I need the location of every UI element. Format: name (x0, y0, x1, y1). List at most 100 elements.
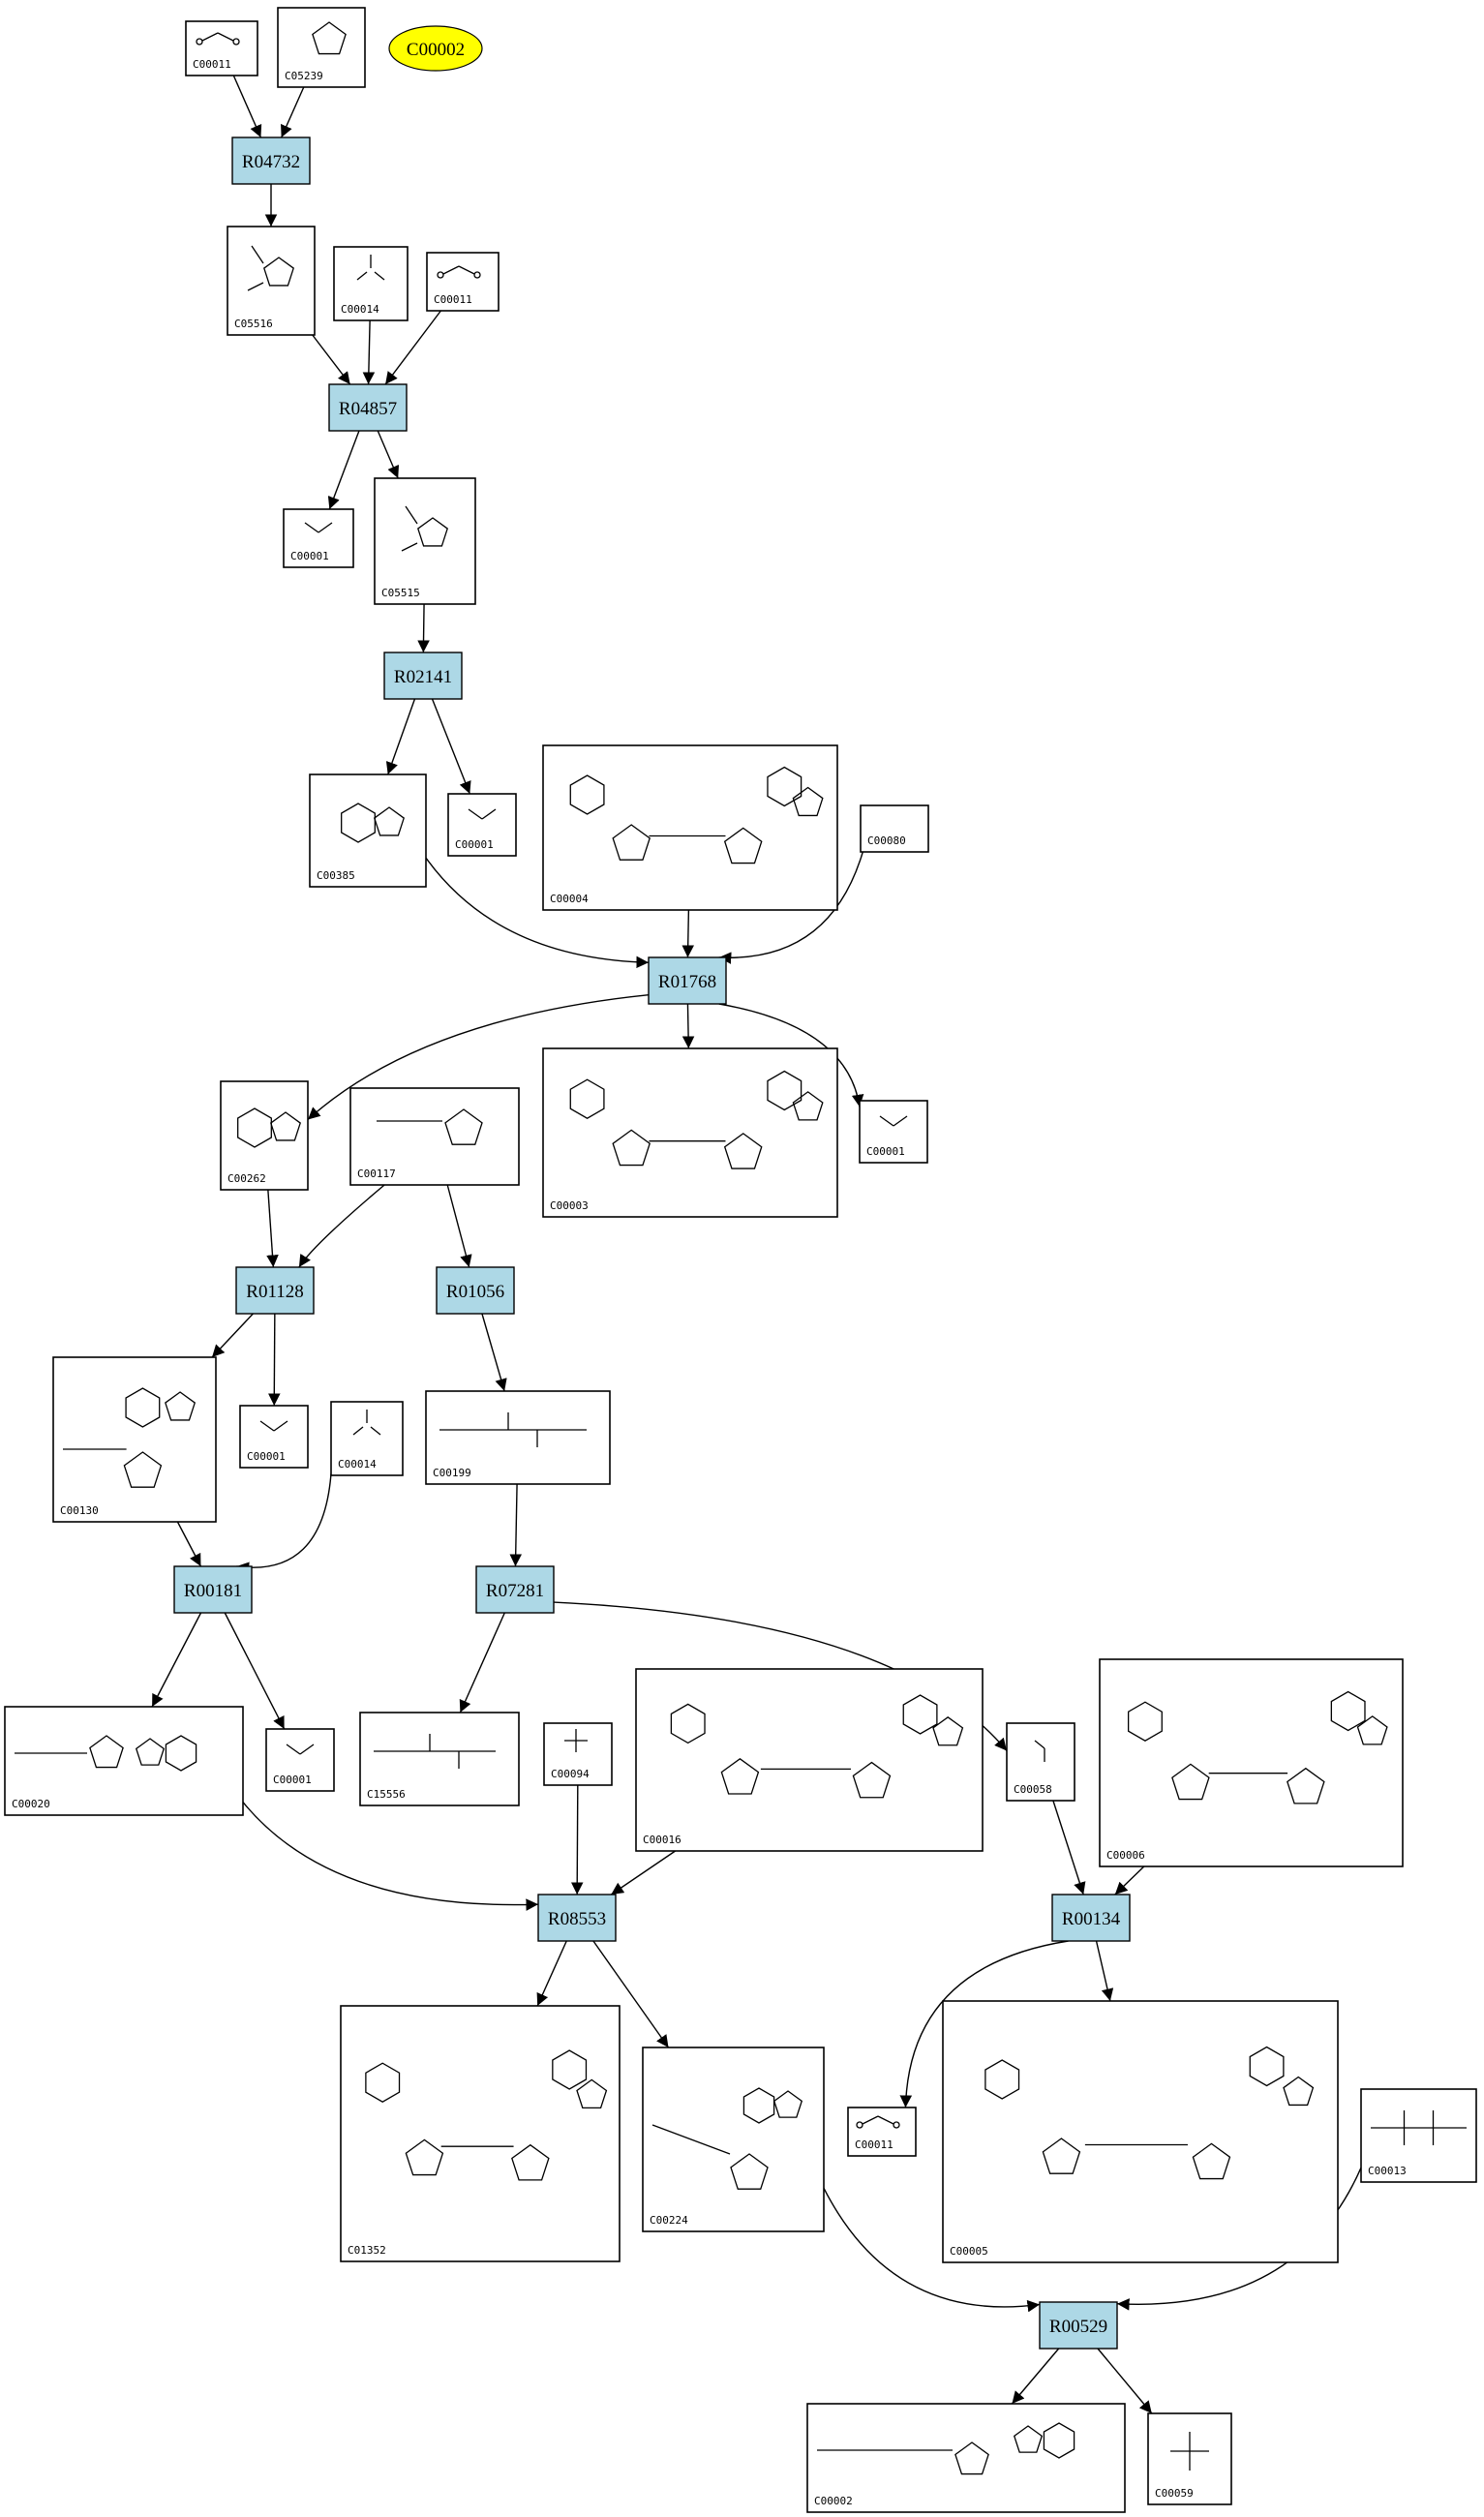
compound-node[interactable]: C00001 (447, 793, 517, 857)
edge-r6-c19 (481, 1313, 507, 1392)
compound-node[interactable]: C00014 (330, 1401, 404, 1476)
compound-box (220, 1080, 309, 1191)
molecule-structure-icon (63, 1387, 197, 1488)
compound-node[interactable]: C00058 (1006, 1722, 1075, 1802)
reaction-node[interactable]: R04857 (328, 383, 408, 432)
compound-node[interactable]: C00005 (942, 2000, 1339, 2263)
compound-label: C00385 (317, 869, 355, 882)
reaction-node[interactable]: R00134 (1051, 1894, 1131, 1942)
edge-r4-c14 (681, 1003, 695, 1049)
molecule-structure-icon (356, 255, 385, 281)
compound-node[interactable]: C05239 (277, 7, 366, 88)
compound-label: C00005 (950, 2245, 988, 2258)
edge-c1-r1 (232, 75, 262, 138)
compound-node[interactable]: C01352 (340, 2005, 621, 2262)
compound-node[interactable]: C00020 (4, 1706, 244, 1816)
compound-node[interactable]: C00080 (860, 804, 929, 853)
reaction-node[interactable]: R00529 (1039, 2301, 1118, 2350)
compound-node[interactable]: C00003 (542, 1047, 838, 1218)
compound-node[interactable]: C00001 (283, 508, 354, 568)
reaction-node[interactable]: R00181 (173, 1565, 253, 1614)
bond-glyph (442, 265, 460, 275)
edge-r3-c8 (385, 698, 416, 775)
compound-node[interactable]: C15556 (359, 1712, 520, 1806)
compound-label: C00001 (866, 1145, 905, 1158)
reaction-node[interactable]: R01768 (648, 956, 727, 1005)
compound-label: C00003 (550, 1199, 589, 1212)
compound-label: C00014 (341, 303, 379, 316)
molecule-structure-icon (196, 32, 240, 45)
bond-glyph (318, 522, 333, 533)
compound-label: C00001 (273, 1774, 312, 1786)
compound-label: C05515 (381, 587, 420, 599)
reaction-node[interactable]: R07281 (475, 1565, 555, 1614)
reaction-node[interactable]: R04732 (231, 136, 311, 185)
ring-glyph (263, 257, 294, 287)
compound-node[interactable]: C00004 (542, 744, 838, 911)
edge-c16-r7 (176, 1521, 202, 1567)
compound-node[interactable]: C00011 (847, 2107, 917, 2157)
reaction-label: R00134 (1062, 1909, 1121, 1929)
molecule-structure-icon (286, 1744, 315, 1755)
ring-glyph (125, 1387, 161, 1428)
molecule-structure-icon (569, 766, 824, 864)
ring-glyph (1042, 2138, 1081, 2174)
compound-node[interactable]: C00130 (52, 1356, 217, 1523)
edge-c24-r9 (610, 1850, 676, 1895)
compound-node[interactable]: C00011 (185, 20, 258, 76)
reaction-node[interactable]: R08553 (537, 1894, 617, 1942)
edge-c10-r4 (681, 909, 694, 958)
compound-node[interactable]: C05515 (374, 477, 476, 605)
molecule-structure-icon (651, 2087, 803, 2190)
reaction-node[interactable]: R01056 (436, 1266, 515, 1315)
molecule-structure-icon (377, 1108, 483, 1145)
compound-node[interactable]: C00006 (1099, 1658, 1404, 1867)
molecule-structure-icon (1034, 1740, 1045, 1762)
ring-glyph (730, 2153, 769, 2190)
reaction-box (173, 1565, 253, 1614)
bond-glyph (251, 245, 264, 264)
target-compound[interactable]: C00002 (388, 25, 483, 72)
compound-node[interactable]: C00002 (806, 2403, 1126, 2513)
compound-node[interactable]: C00059 (1147, 2412, 1232, 2505)
reaction-node[interactable]: R02141 (383, 652, 463, 700)
compound-label: C00199 (433, 1467, 471, 1479)
compound-node[interactable]: C00117 (349, 1087, 520, 1186)
ring-glyph (1330, 1690, 1366, 1732)
compound-box (942, 2000, 1339, 2263)
compound-node[interactable]: C00001 (239, 1405, 309, 1469)
molecule-structure-icon (569, 1070, 824, 1169)
molecule-structure-icon (401, 505, 448, 552)
compound-node[interactable]: C00001 (859, 1100, 928, 1164)
compound-node[interactable]: C00224 (642, 2047, 825, 2232)
ring-glyph (954, 2441, 989, 2475)
molecule-structure-icon (1127, 1690, 1388, 1804)
edge-c26-r10 (1114, 1865, 1145, 1895)
molecule-structure-icon (247, 245, 294, 291)
compound-label: C00011 (855, 2138, 893, 2151)
reaction-label: R07281 (486, 1581, 544, 1601)
compound-node[interactable]: C00094 (543, 1722, 613, 1786)
compound-node[interactable]: C05516 (227, 226, 316, 336)
molecule-structure-icon (304, 522, 333, 533)
compound-label: C00014 (338, 1458, 377, 1471)
compound-node[interactable]: C00199 (425, 1390, 611, 1485)
edge-r2-c7 (377, 430, 400, 479)
compound-node[interactable]: C00011 (426, 252, 500, 312)
compound-node[interactable]: C00016 (635, 1668, 984, 1852)
edge-layer (151, 75, 1362, 2414)
ring-glyph (670, 1703, 706, 1744)
edge-c13-r5 (298, 1184, 385, 1268)
edge-r7-c20 (151, 1612, 202, 1708)
molecule-structure-icon (817, 2422, 1075, 2475)
edge-c25-r10 (1052, 1800, 1086, 1895)
compound-node[interactable]: C00262 (220, 1080, 309, 1191)
atom-glyph (856, 2121, 863, 2129)
compound-node[interactable]: C00385 (309, 773, 427, 888)
compound-node[interactable]: C00014 (333, 246, 409, 321)
ring-glyph (89, 1735, 124, 1769)
compound-node[interactable]: C00013 (1360, 2088, 1477, 2183)
ring-glyph (1013, 2425, 1044, 2453)
compound-node[interactable]: C00001 (265, 1728, 335, 1792)
reaction-node[interactable]: R01128 (235, 1266, 315, 1315)
